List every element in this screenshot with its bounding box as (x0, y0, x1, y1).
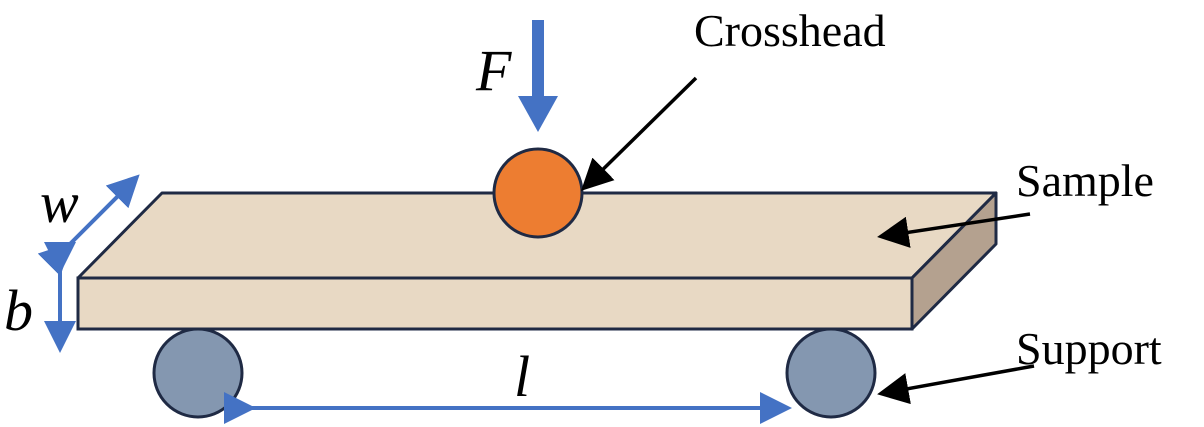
width-dimension-arrow (37, 174, 140, 277)
sample-label: Sample (1016, 155, 1154, 206)
sample-pointer-arrow (877, 212, 1031, 248)
crosshead-roller (492, 147, 584, 239)
sample-front-face (76, 276, 914, 331)
force-variable: F (475, 38, 512, 103)
right-support-roller (785, 327, 877, 419)
force-arrow (518, 20, 558, 132)
support-label: Support (1016, 323, 1162, 374)
crosshead-label: Crosshead (694, 5, 886, 56)
thickness-variable: b (4, 278, 33, 343)
left-support-roller (152, 327, 244, 419)
span-variable: l (514, 344, 530, 409)
crosshead-pointer-arrow (581, 76, 698, 191)
support-pointer-arrow (877, 364, 1035, 405)
width-variable: w (40, 170, 79, 235)
